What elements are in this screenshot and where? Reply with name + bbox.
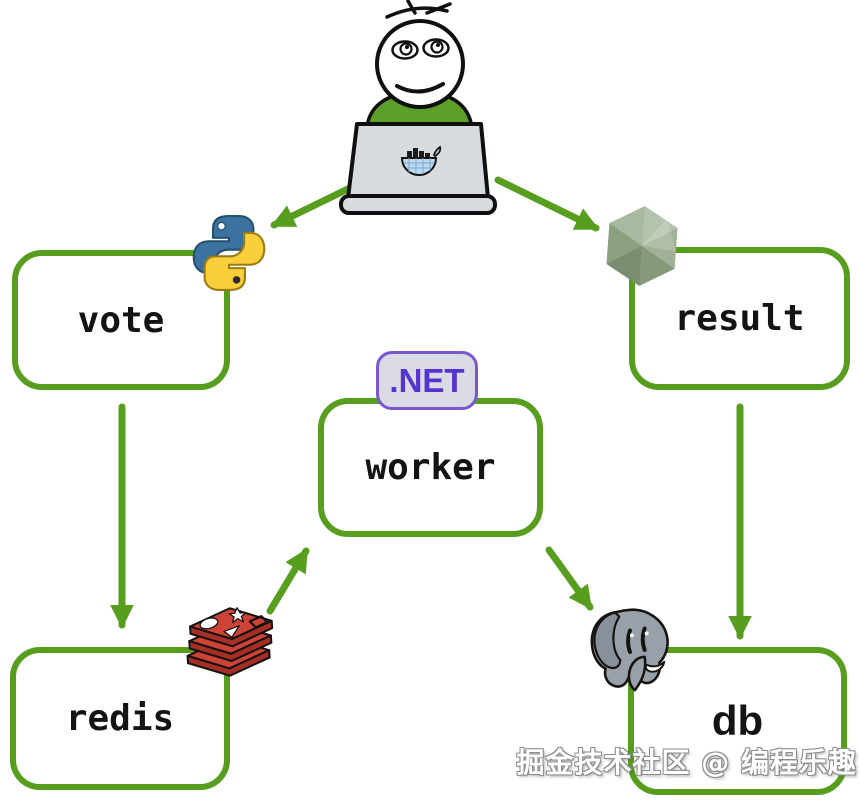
service-label-result: result — [674, 298, 805, 339]
service-label-redis: redis — [65, 698, 175, 739]
postgresql-icon — [584, 606, 674, 698]
dotnet-badge: .NET — [376, 351, 478, 410]
service-box-worker: worker — [318, 398, 543, 537]
service-label-db: db — [711, 697, 764, 744]
dotnet-badge-label: .NET — [389, 361, 465, 399]
service-label-worker: worker — [365, 447, 496, 488]
python-icon — [187, 211, 271, 295]
watermark-text: 掘金技术社区 @ 编程乐趣 — [516, 746, 857, 779]
arrow-worker-to-db — [545, 546, 594, 611]
arrow-user-to-vote — [270, 180, 362, 229]
service-label-vote: vote — [77, 299, 165, 341]
laptop-base — [339, 194, 497, 215]
service-box-db: db — [628, 647, 847, 795]
redis-icon — [182, 600, 282, 680]
service-box-result: result — [629, 247, 850, 390]
head — [375, 19, 465, 109]
arrow-user-to-result — [494, 176, 600, 232]
smile — [395, 82, 445, 94]
docker-whale-icon — [400, 145, 442, 177]
redis-square-glyph — [248, 614, 269, 629]
user-at-docker-laptop-figure — [335, 0, 525, 220]
redis-star-glyph — [228, 607, 247, 624]
arrow-redis-to-worker — [266, 547, 310, 615]
service-box-redis: redis — [10, 647, 230, 790]
service-box-vote: vote — [12, 250, 230, 390]
eyes — [391, 38, 450, 60]
redis-triangle-glyph — [223, 625, 240, 638]
nodejs-icon — [605, 205, 679, 287]
hair-strokes — [385, 0, 452, 19]
redis-blob-glyph — [199, 617, 219, 630]
